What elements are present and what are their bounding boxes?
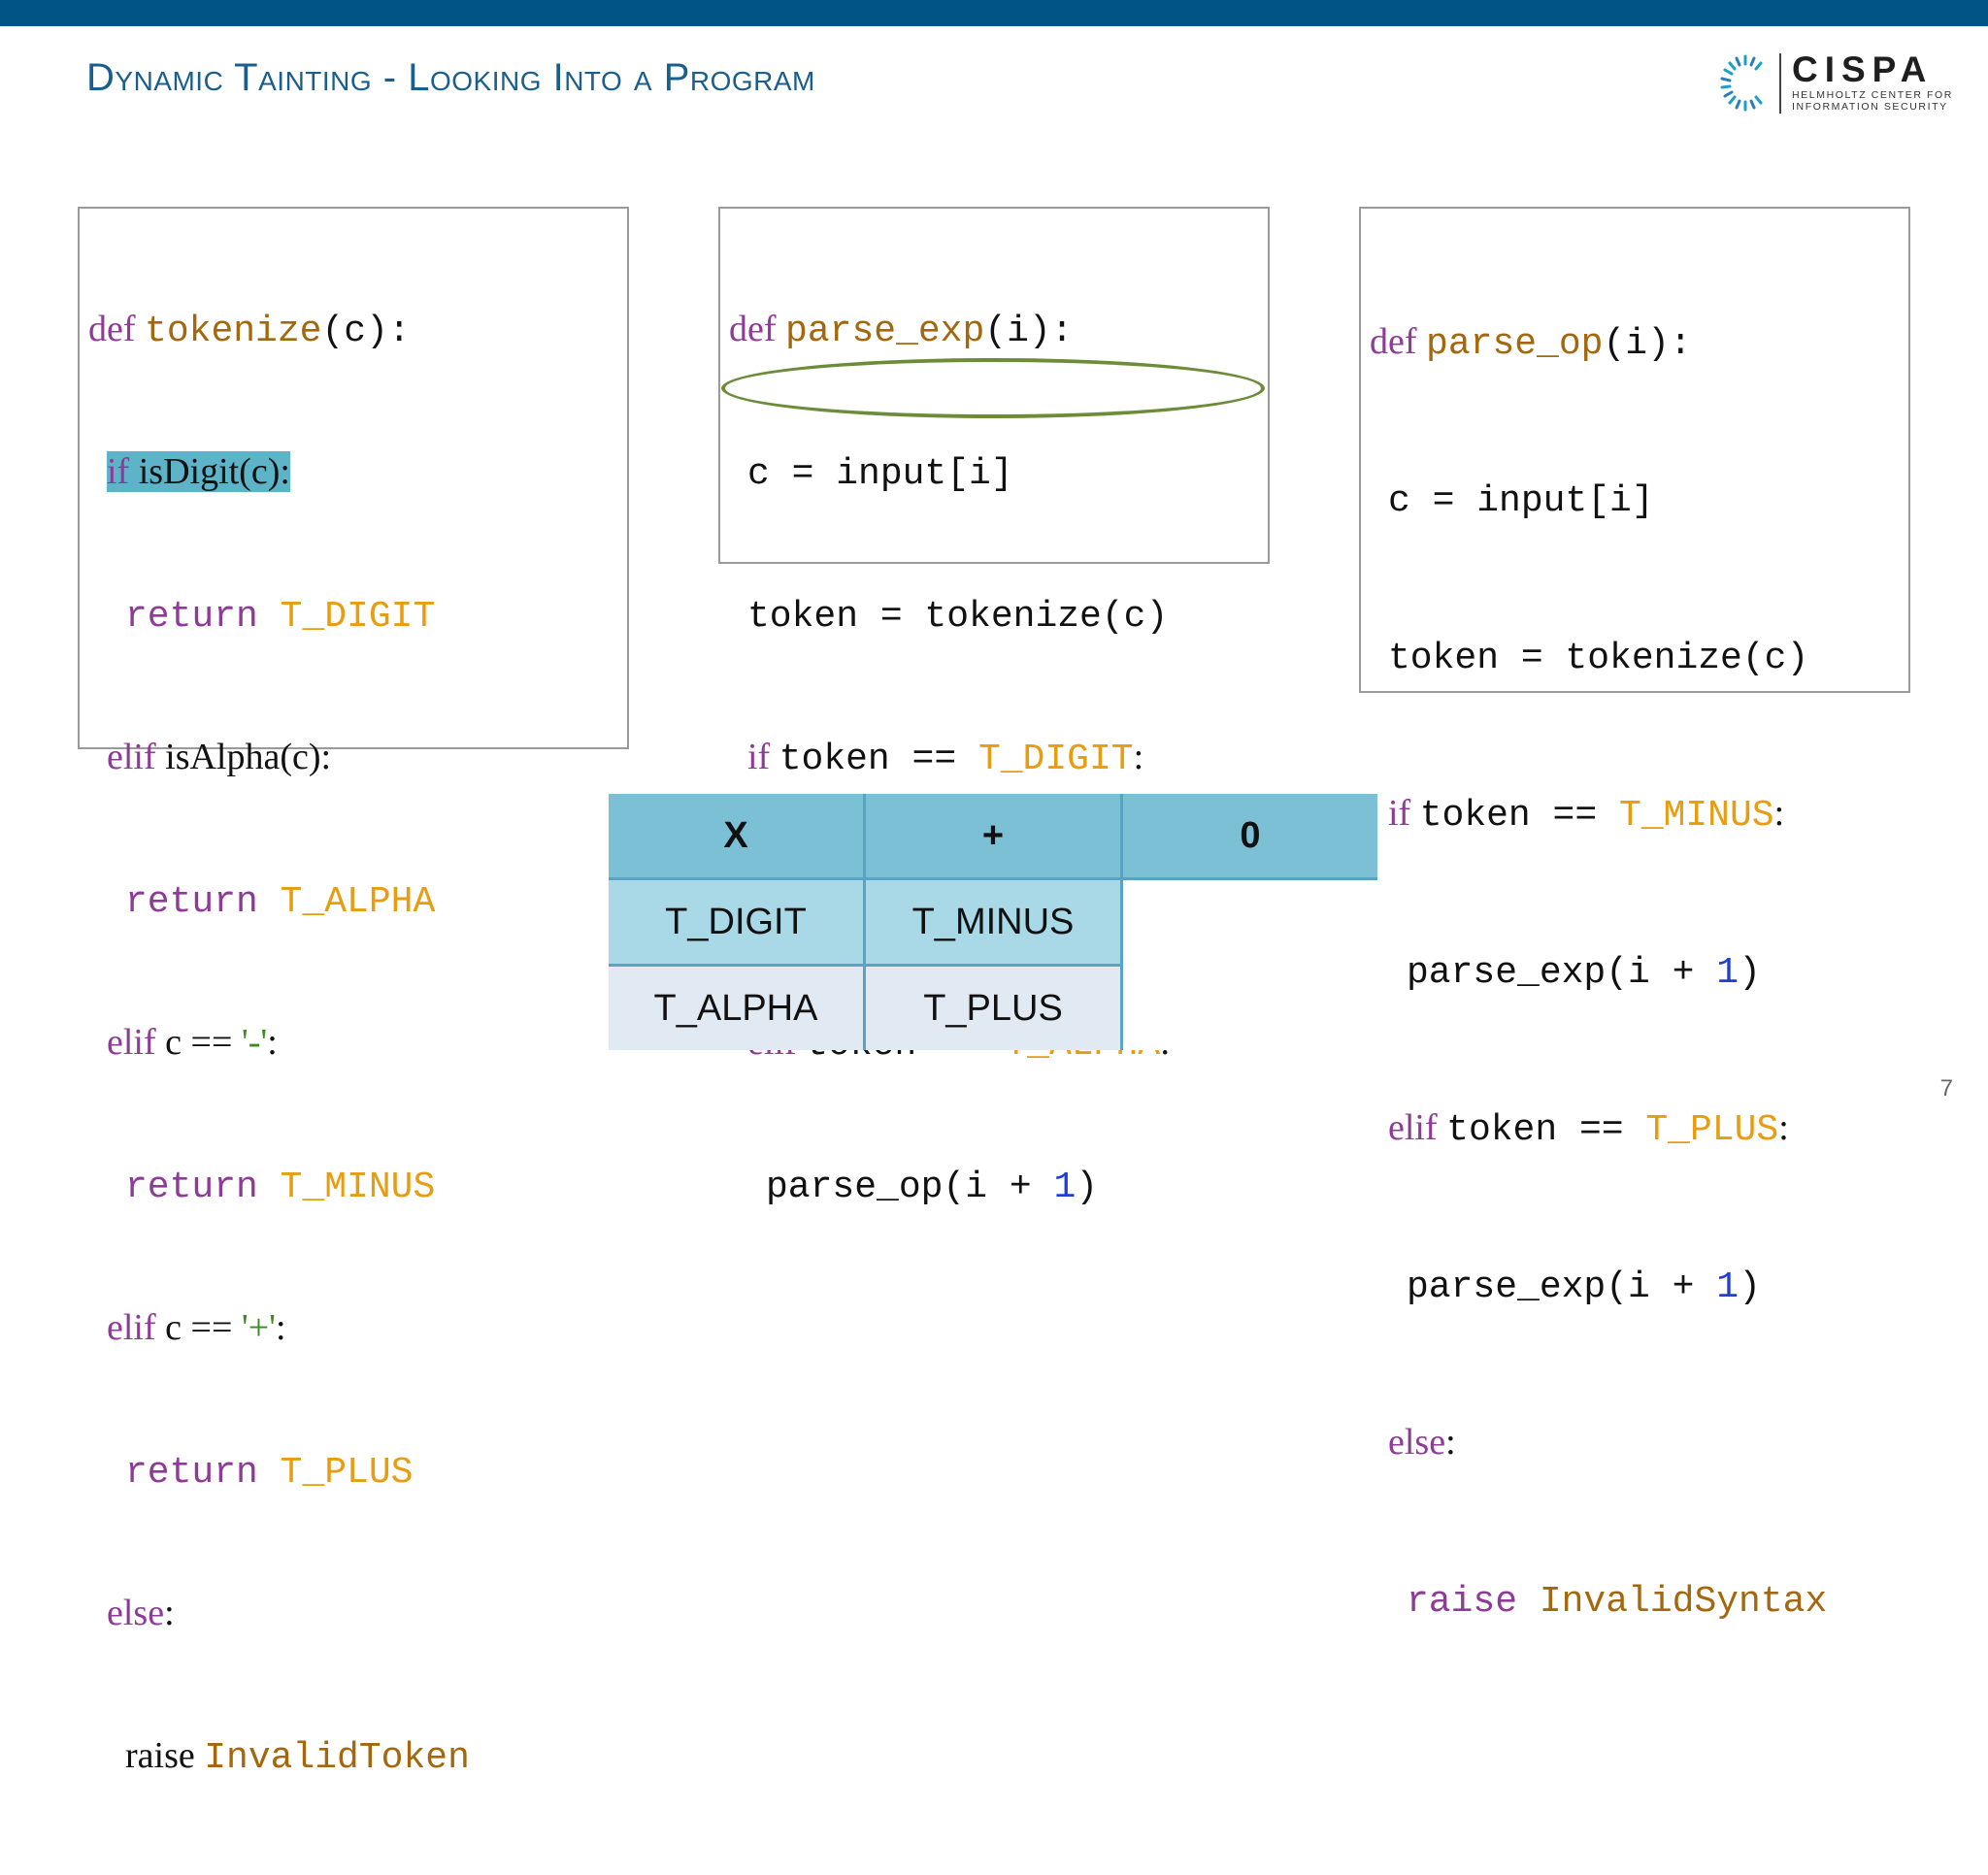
code-line: def parse_exp(i): (729, 309, 1074, 352)
logo-divider (1779, 53, 1781, 114)
table-row: T_ALPHA T_PLUS (609, 965, 1377, 1050)
code-line: def tokenize(c): (88, 309, 411, 352)
header-cell: X (609, 794, 866, 880)
logo-subtitle-2: INFORMATION SECURITY (1792, 101, 1948, 113)
token-table: X + 0 T_DIGIT T_MINUS T_ALPHA T_PLUS (609, 794, 1377, 1050)
code-line: elif c == '+': (107, 1307, 286, 1348)
code-line: return T_MINUS (125, 1167, 436, 1208)
page-number: 7 (1939, 1075, 1953, 1102)
table-cell: T_PLUS (864, 965, 1123, 1050)
table-cell: T_DIGIT (609, 878, 866, 967)
table-cell: T_MINUS (864, 878, 1123, 967)
code-line: if token == T_MINUS: (1388, 793, 1785, 837)
code-line: raise InvalidSyntax (1407, 1581, 1828, 1623)
code-line: elif token == T_PLUS: (1388, 1107, 1789, 1151)
code-line: parse_exp(i + 1) (1407, 952, 1761, 994)
header-cell: 0 (1121, 794, 1377, 880)
code-line: parse_exp(i + 1) (1407, 1266, 1761, 1308)
code-line: else: (107, 1593, 175, 1633)
parse-exp-code-box: def parse_exp(i): c = input[i] token = t… (718, 207, 1270, 1208)
code-line: parse_op(i + 1) (766, 1167, 1099, 1208)
code-line: elif c == '-': (107, 1022, 278, 1063)
parse-op-code-box: def parse_op(i): c = input[i] token = to… (1359, 207, 1910, 1623)
table-cell: T_ALPHA (609, 965, 866, 1050)
code-line: c = input[i] (747, 453, 1013, 495)
table-header-row: X + 0 (609, 794, 1377, 880)
logo-name: CISPA (1792, 49, 1934, 89)
code-line: def parse_op(i): (1370, 321, 1692, 365)
code-line: if token == T_DIGIT: (747, 737, 1144, 780)
logo-subtitle-1: HELMHOLTZ CENTER FOR (1792, 89, 1953, 101)
code-line: elif isAlpha(c): (107, 737, 332, 777)
code-line: token = tokenize(c) (1388, 638, 1809, 679)
cispa-emblem-icon (1720, 54, 1763, 112)
code-line: return T_PLUS (125, 1452, 414, 1494)
code-line-highlighted: if isDigit(c): (88, 448, 470, 496)
code-line: else: (1388, 1422, 1456, 1463)
slide-title: Dynamic Tainting - Looking Into a Progra… (86, 56, 815, 99)
top-bar (0, 0, 1988, 26)
header-cell: + (864, 794, 1123, 880)
highlighted-condition: if isDigit(c): (107, 451, 290, 492)
table-row: T_DIGIT T_MINUS (609, 878, 1377, 967)
tokenize-code-box: def tokenize(c): if isDigit(c): return T… (78, 207, 629, 1779)
code-line: c = input[i] (1388, 480, 1654, 522)
empty-cell (1121, 965, 1377, 1050)
code-line: return T_DIGIT (125, 596, 436, 638)
logo-text: CISPA HELMHOLTZ CENTER FOR INFORMATION S… (1792, 49, 1953, 114)
code-line: raise InvalidToken (125, 1735, 470, 1779)
code-line: token = tokenize(c) (747, 596, 1169, 638)
code-line: return T_ALPHA (125, 881, 436, 923)
empty-cell (1121, 878, 1377, 966)
cispa-logo: CISPA HELMHOLTZ CENTER FOR INFORMATION S… (1716, 50, 1955, 120)
